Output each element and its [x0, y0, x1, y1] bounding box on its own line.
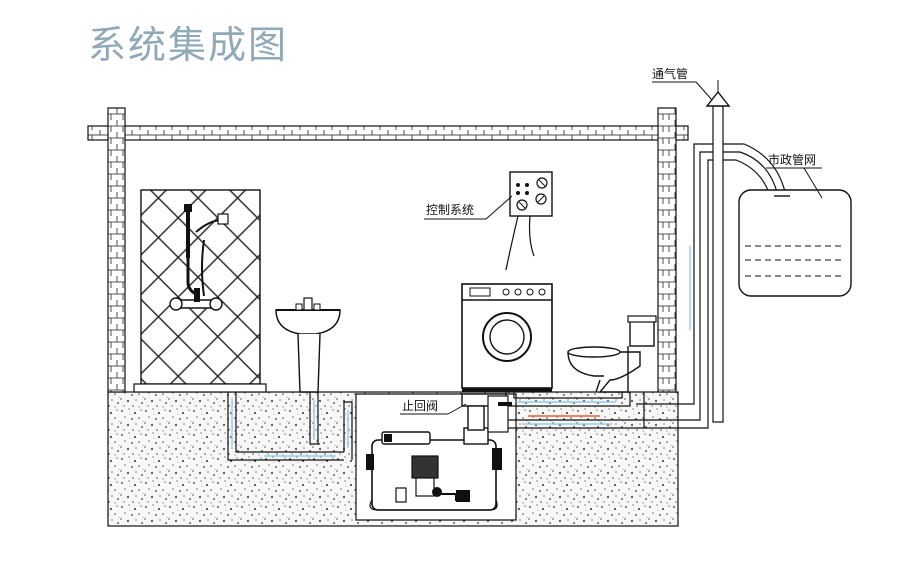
label-control-system: 控制系统 [424, 195, 513, 220]
pump-icon [395, 455, 470, 503]
check-valve-icon [461, 393, 512, 433]
shower-head-icon [169, 204, 229, 311]
flow-arrows-blue [231, 246, 691, 457]
washing-machine-icon [461, 283, 553, 392]
diagram-title: 系统集成图 [88, 23, 289, 67]
municipal-tank-icon [738, 189, 852, 297]
washbasin-icon [275, 297, 341, 393]
control-box [505, 171, 553, 271]
control-system-label: 控制系统 [426, 203, 474, 217]
left-wall [107, 107, 126, 393]
vent-pipe-label: 通气管 [652, 66, 688, 81]
label-check-valve: 止回阀 [400, 399, 467, 415]
vent-pipe [705, 80, 731, 423]
shower-tiled-wall [133, 189, 267, 393]
toilet-icon [567, 315, 657, 393]
label-vent-pipe: 通气管 [652, 66, 713, 101]
roof-slab [87, 125, 689, 141]
municipal-network-label: 市政管网 [768, 152, 816, 167]
label-municipal-network: 市政管网 [766, 152, 823, 199]
right-wall [657, 107, 677, 393]
check-valve-label: 止回阀 [402, 399, 438, 413]
